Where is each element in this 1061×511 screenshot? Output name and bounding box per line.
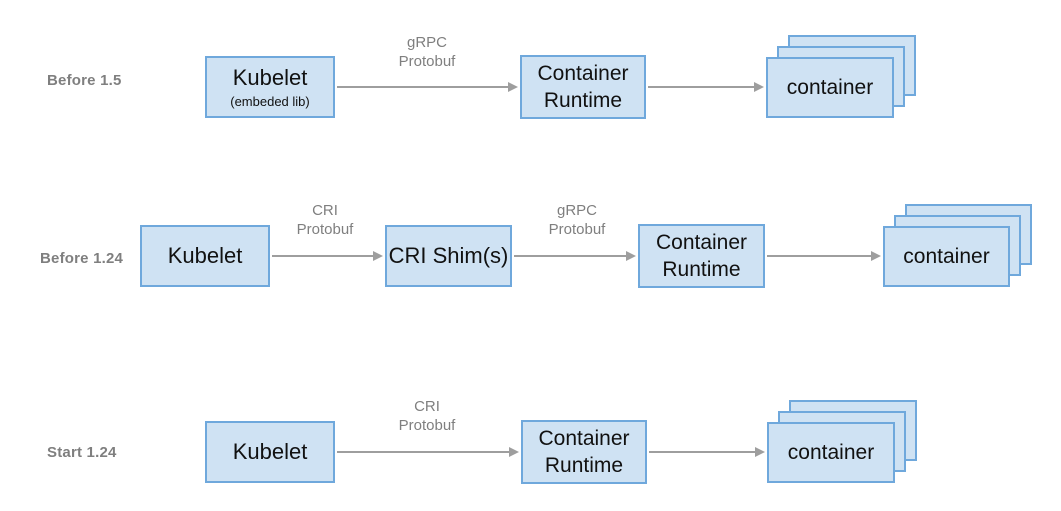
node-kubelet: Kubelet (embeded lib) — [205, 56, 335, 118]
node-container-runtime-title: Container Runtime — [655, 230, 748, 281]
row-label-before-1-24: Before 1.24 — [40, 250, 124, 267]
arrow-label-cri-protobuf: CRI Protobuf — [398, 398, 456, 434]
node-container-title: container — [903, 244, 990, 268]
node-kubelet-title: Kubelet — [232, 439, 308, 465]
arrow-line — [648, 86, 756, 88]
arrow-head-icon — [509, 447, 519, 457]
arrow-runtime-to-container — [767, 251, 881, 261]
node-kubelet: Kubelet — [205, 421, 335, 483]
node-kubelet: Kubelet — [140, 225, 270, 287]
arrow-line — [272, 255, 375, 257]
arrow-kubelet-to-runtime — [337, 447, 519, 457]
node-container-stack: container — [766, 57, 894, 118]
arrow-head-icon — [373, 251, 383, 261]
node-cri-shim-title: CRI Shim(s) — [388, 243, 509, 269]
row-label-before-1-5: Before 1.5 — [47, 72, 122, 89]
node-kubelet-subtitle: (embeded lib) — [230, 93, 310, 109]
arrow-head-icon — [508, 82, 518, 92]
arrow-head-icon — [626, 251, 636, 261]
arrow-line — [649, 451, 757, 453]
node-kubelet-title: Kubelet — [167, 243, 243, 269]
node-container-runtime: Container Runtime — [521, 420, 647, 484]
row-label-start-1-24: Start 1.24 — [47, 444, 117, 461]
arrow-shim-to-runtime — [514, 251, 636, 261]
arrow-runtime-to-container — [649, 447, 765, 457]
arrow-kubelet-to-runtime — [337, 82, 518, 92]
node-container-runtime: Container Runtime — [638, 224, 765, 288]
arrow-runtime-to-container — [648, 82, 764, 92]
arrow-head-icon — [871, 251, 881, 261]
node-container-title: container — [786, 75, 874, 99]
arrow-label-grpc-protobuf: gRPC Protobuf — [398, 34, 456, 70]
arrow-line — [514, 255, 628, 257]
node-container-runtime-title: Container Runtime — [537, 61, 629, 112]
arrow-label-grpc-protobuf: gRPC Protobuf — [548, 202, 606, 238]
node-container-title: container — [787, 440, 875, 464]
node-container-stack: container — [883, 226, 1010, 287]
node-kubelet-title: Kubelet — [232, 65, 308, 91]
node-container-stack: container — [767, 422, 895, 483]
arrow-line — [767, 255, 873, 257]
arrow-kubelet-to-shim — [272, 251, 383, 261]
node-container-runtime-title: Container Runtime — [538, 426, 630, 477]
arrow-line — [337, 86, 510, 88]
arrow-line — [337, 451, 511, 453]
arrow-head-icon — [755, 447, 765, 457]
arrow-label-cri-protobuf: CRI Protobuf — [296, 202, 354, 238]
arrow-head-icon — [754, 82, 764, 92]
node-cri-shim: CRI Shim(s) — [385, 225, 512, 287]
node-container-runtime: Container Runtime — [520, 55, 646, 119]
